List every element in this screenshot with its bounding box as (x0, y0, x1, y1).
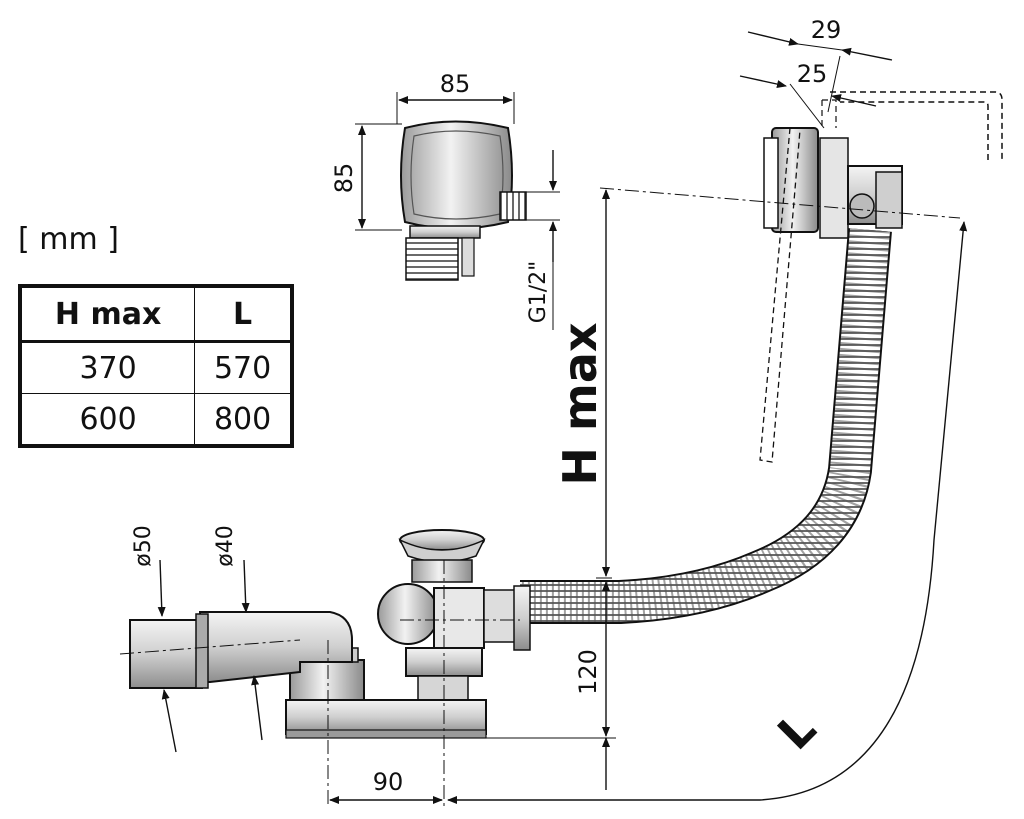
l-label: L (767, 701, 826, 760)
dimension-valve-width: 85 (396, 70, 515, 124)
h-max-label: H max (553, 322, 607, 485)
dimension-pipe-diameters: ø50 ø40 (131, 525, 263, 753)
table-cell: 570 (194, 341, 293, 394)
valve-front-view (400, 120, 527, 281)
dim-85-height: 85 (330, 163, 358, 194)
dimension-offsets: 29 25 (739, 16, 893, 129)
spec-table: H max L 370 570 600 800 (18, 284, 294, 448)
dim-d50: ø50 (131, 525, 156, 566)
table-row: 370 570 (19, 341, 293, 394)
dim-d40: ø40 (213, 525, 238, 566)
header-h-max: H max (19, 285, 196, 343)
drain-assembly (119, 529, 531, 739)
dimension-90: 90 (327, 560, 445, 806)
dimension-thread: G1/2" (526, 150, 560, 330)
dim-25: 25 (797, 60, 828, 88)
table-cell: 800 (194, 393, 293, 447)
table-row: 600 800 (19, 393, 293, 447)
thread-label: G1/2" (526, 261, 551, 324)
dim-29: 29 (811, 16, 842, 44)
dimension-valve-height: 85 (330, 123, 402, 231)
header-l: L (194, 285, 293, 343)
table-cell: 600 (19, 393, 196, 447)
dim-120: 120 (574, 649, 602, 695)
units-label: [ mm ] (18, 222, 119, 257)
dim-90: 90 (373, 768, 404, 796)
dim-85-width: 85 (440, 70, 471, 98)
spec-table-header-row: H max L (19, 285, 293, 343)
dimension-h-max: H max (553, 187, 961, 579)
table-cell: 370 (19, 341, 196, 394)
